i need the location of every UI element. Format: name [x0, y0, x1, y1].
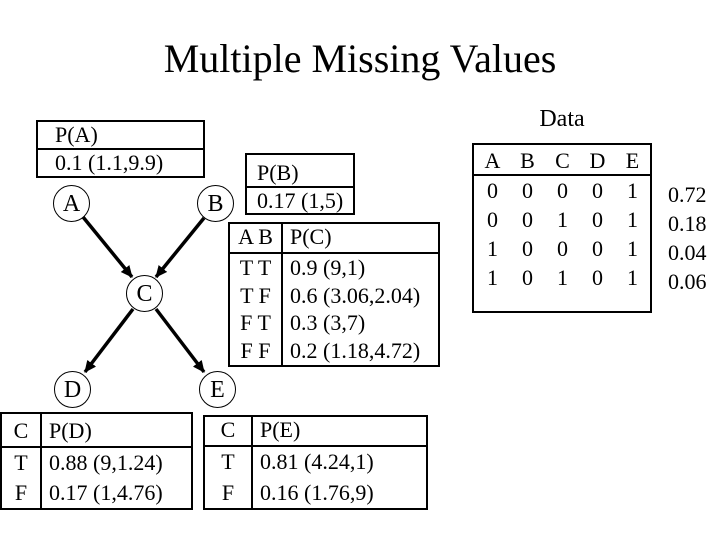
data-cell: 0 — [592, 177, 603, 203]
data-cell: 0 — [557, 235, 568, 261]
cpt-d-row: T 0.88 (9,1.24) — [2, 448, 191, 478]
edge-c-d — [83, 307, 135, 374]
data-cell: 1 — [487, 264, 498, 290]
cpt-c-row-prob: 0.3 (3,7) — [290, 310, 366, 336]
cpt-e-row-cond: T — [205, 447, 253, 478]
data-row-weight: 0.72 — [668, 182, 707, 207]
edge-b-c — [154, 216, 206, 279]
data-row-weight: 0.04 — [668, 240, 707, 265]
cpt-d-header-row: C P(D) — [2, 414, 191, 448]
cpt-c-row: T T 0.9 (9,1) — [230, 254, 438, 282]
data-cell: 0 — [522, 235, 533, 261]
cpt-c-row-prob: 0.6 (3.06,2.04) — [290, 282, 421, 308]
cpt-d-table: C P(D) T 0.88 (9,1.24) F 0.17 (1,4.76) — [0, 412, 193, 510]
cpt-d-prob-header: P(D) — [49, 418, 92, 443]
cpt-a-table: P(A) 0.1 (1.1,9.9) — [36, 120, 205, 178]
node-b: B — [197, 185, 234, 222]
data-cell: 1 — [557, 264, 568, 290]
cpt-c-prob-header: P(C) — [290, 224, 332, 249]
cpt-e-row: F 0.16 (1.76,9) — [205, 477, 426, 508]
cpt-e-row: T 0.81 (4.24,1) — [205, 447, 426, 478]
cpt-c-row-cond: F T — [230, 309, 283, 338]
edge-c-e — [154, 307, 206, 374]
cpt-c-header-row: A B P(C) — [230, 224, 438, 254]
data-cell: 0 — [522, 206, 533, 232]
node-b-label: B — [207, 190, 224, 217]
cpt-c-row-cond: T T — [230, 254, 283, 282]
data-cell: 1 — [557, 206, 568, 232]
edge-a-c — [81, 215, 134, 279]
data-row: 1 0 1 0 1 — [474, 263, 650, 292]
data-table-header: A B C D E — [474, 145, 650, 176]
data-col-header-a: A — [484, 148, 501, 173]
data-table: A B C D E 0 0 0 0 1 0 0 1 0 1 1 0 0 0 1 — [472, 143, 652, 313]
cpt-d-row: F 0.17 (1,4.76) — [2, 478, 191, 508]
cpt-a-value: 0.1 (1.1,9.9) — [55, 150, 164, 175]
cpt-c-cond-header: A B — [230, 224, 283, 252]
node-c: C — [126, 275, 163, 312]
data-col-header-b: B — [520, 148, 535, 173]
node-a: A — [53, 185, 90, 222]
data-label: Data — [539, 106, 585, 132]
cpt-e-prob-header: P(E) — [260, 417, 301, 442]
cpt-c-table: A B P(C) T T 0.9 (9,1) T F 0.6 (3.06,2.0… — [228, 222, 440, 367]
data-cell: 0 — [557, 177, 568, 203]
data-col-header-d: D — [589, 148, 606, 173]
cpt-e-row-prob: 0.16 (1.76,9) — [260, 479, 374, 505]
cpt-a-header: P(A) — [38, 122, 203, 150]
cpt-d-row-prob: 0.88 (9,1.24) — [49, 450, 163, 475]
node-d: D — [54, 371, 91, 408]
page-title: Multiple Missing Values — [163, 36, 557, 81]
data-col-header-c: C — [555, 148, 570, 173]
data-cell: 0 — [592, 206, 603, 232]
data-col-header-e: E — [625, 148, 640, 173]
cpt-e-row-prob: 0.81 (4.24,1) — [260, 449, 374, 475]
data-cell: 0 — [592, 235, 603, 261]
node-d-label: D — [63, 376, 82, 403]
cpt-e-cond-header: C — [205, 417, 253, 445]
data-cell: 0 — [487, 177, 498, 203]
node-c-label: C — [136, 280, 153, 307]
cpt-c-row: F F 0.2 (1.18,4.72) — [230, 337, 438, 365]
node-a-label: A — [62, 190, 81, 217]
cpt-d-row-prob: 0.17 (1,4.76) — [49, 480, 163, 505]
node-e-label: E — [210, 376, 225, 403]
node-e: E — [199, 371, 236, 408]
data-cell: 1 — [487, 235, 498, 261]
cpt-c-row-cond: T F — [230, 281, 283, 310]
cpt-e-header-row: C P(E) — [205, 417, 426, 447]
data-cell: 0 — [522, 177, 533, 203]
data-cell: 0 — [487, 206, 498, 232]
cpt-c-row: F T 0.3 (3,7) — [230, 309, 438, 338]
data-cell: 1 — [627, 206, 638, 232]
cpt-c-row-prob: 0.9 (9,1) — [290, 254, 366, 280]
data-row-weights: 0.72 0.18 0.04 0.06 — [668, 180, 707, 296]
cpt-c-row-cond: F F — [230, 337, 283, 365]
data-row: 0 0 1 0 1 — [474, 205, 650, 234]
cpt-b-table: P(B) 0.17 (1,5) — [245, 153, 355, 215]
cpt-d-row-cond: F — [2, 478, 42, 508]
data-row: 0 0 0 0 1 — [474, 176, 650, 205]
cpt-d-cond-header: C — [2, 414, 42, 446]
cpt-e-row-cond: F — [205, 477, 253, 508]
data-row-weight: 0.18 — [668, 211, 707, 236]
data-row: 1 0 0 0 1 — [474, 234, 650, 263]
data-cell: 0 — [592, 264, 603, 290]
cpt-e-table: C P(E) T 0.81 (4.24,1) F 0.16 (1.76,9) — [203, 415, 428, 510]
data-cell: 0 — [522, 264, 533, 290]
cpt-b-header: P(B) — [247, 155, 353, 188]
cpt-c-row-prob: 0.2 (1.18,4.72) — [290, 338, 421, 364]
cpt-b-value: 0.17 (1,5) — [257, 188, 344, 213]
data-cell: 1 — [627, 264, 638, 290]
data-cell: 1 — [627, 177, 638, 203]
cpt-d-row-cond: T — [2, 448, 42, 478]
data-cell: 1 — [627, 235, 638, 261]
data-row-weight: 0.06 — [668, 269, 707, 294]
cpt-c-row: T F 0.6 (3.06,2.04) — [230, 281, 438, 310]
